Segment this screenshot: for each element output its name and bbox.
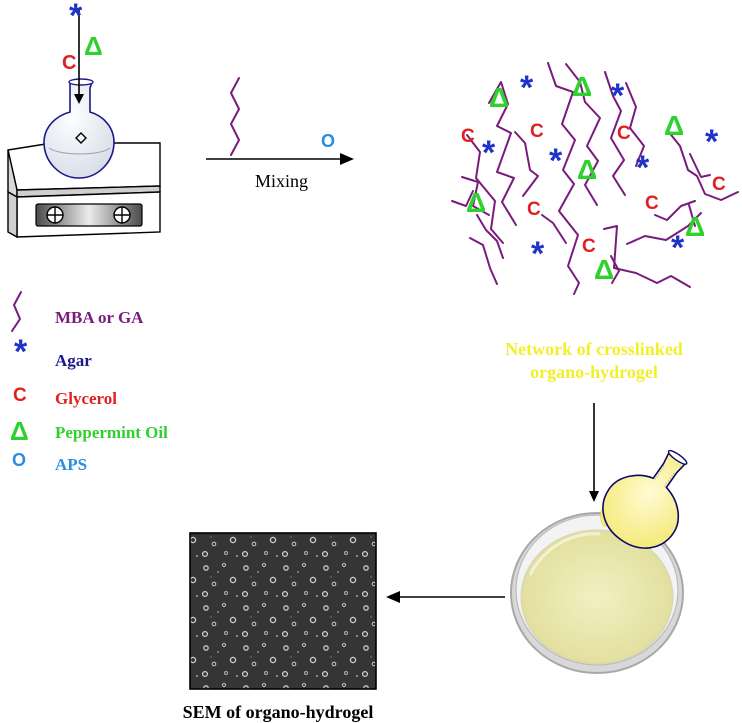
glycerol-legend-icon: C	[13, 385, 27, 406]
agar-symbol: *	[705, 123, 719, 161]
pour-arrowhead	[589, 491, 599, 502]
addition-arrowhead	[74, 94, 84, 104]
glycerol-symbol: C	[617, 123, 631, 144]
legend-label-peppermint: Peppermint Oil	[55, 423, 168, 442]
aps-symbol: O	[321, 131, 335, 151]
mixing-arrow: O Mixing	[206, 77, 354, 191]
peppermint-oil-symbol: Δ	[664, 110, 684, 141]
peppermint-oil-symbol: Δ	[84, 31, 103, 61]
legend-label-aps: APS	[55, 455, 87, 474]
agar-symbol: *	[531, 235, 545, 273]
sem-caption: SEM of organo-hydrogel	[183, 702, 374, 722]
glycerol-symbol: C	[530, 121, 544, 142]
agar-symbol: *	[671, 229, 685, 267]
glycerol-symbol: C	[62, 52, 76, 74]
network-symbols: * * * * * * * * Δ Δ Δ Δ Δ Δ Δ C C C C C …	[461, 69, 726, 285]
peppermint-oil-symbol: Δ	[466, 187, 486, 218]
peppermint-oil-symbol: Δ	[489, 82, 509, 113]
hotplate-icon	[7, 142, 161, 239]
peppermint-oil-symbol: Δ	[594, 254, 614, 285]
glycerol-symbol: C	[645, 193, 659, 214]
legend-label-glycerol: Glycerol	[55, 389, 117, 408]
agar-symbol: *	[611, 77, 625, 115]
agar-symbol: *	[636, 149, 650, 187]
legend-item-peppermint: Δ Peppermint Oil	[10, 416, 168, 446]
crosslinker-symbol	[230, 77, 240, 156]
peppermint-oil-symbol: Δ	[572, 71, 592, 102]
agar-symbol: *	[69, 0, 83, 35]
glycerol-symbol: C	[527, 199, 541, 220]
aps-legend-icon: O	[12, 450, 26, 470]
mixing-label: Mixing	[255, 171, 308, 191]
legend-item-glycerol: C Glycerol	[13, 385, 117, 408]
legend-label-agar: Agar	[55, 351, 92, 370]
pouring-flask-icon	[600, 449, 688, 549]
agar-symbol: *	[549, 142, 563, 180]
network-caption-line2: organo-hydrogel	[530, 362, 658, 382]
sem-image	[189, 532, 377, 690]
hydrogel-network: * * * * * * * * Δ Δ Δ Δ Δ Δ Δ C C C C C …	[451, 62, 739, 382]
agar-symbol: *	[520, 69, 534, 107]
petri-dish-icon	[510, 512, 684, 674]
peppermint-oil-symbol: Δ	[577, 154, 597, 185]
glycerol-symbol: C	[582, 236, 596, 257]
sem-arrowhead	[386, 591, 400, 603]
crosslinker-legend-icon	[11, 291, 22, 332]
legend-item-mba: MBA or GA	[11, 291, 144, 332]
legend-item-agar: * Agar	[14, 333, 92, 371]
network-caption-line1: Network of crosslinked	[505, 339, 683, 359]
mixing-arrowhead	[340, 153, 354, 165]
crosslinker-chains	[451, 62, 739, 295]
peppermint-oil-symbol: Δ	[685, 211, 705, 242]
peppermint-legend-icon: Δ	[10, 416, 29, 446]
legend: MBA or GA * Agar C Glycerol Δ Peppermint…	[10, 291, 168, 474]
round-flask-icon	[43, 78, 115, 179]
agar-legend-icon: *	[14, 333, 28, 371]
glycerol-symbol: C	[712, 174, 726, 195]
legend-label-mba: MBA or GA	[55, 308, 144, 327]
agar-symbol: *	[482, 134, 496, 172]
flask-on-hotplate: * C Δ	[7, 0, 161, 239]
glycerol-symbol: C	[461, 126, 475, 147]
legend-item-aps: O APS	[12, 450, 87, 474]
